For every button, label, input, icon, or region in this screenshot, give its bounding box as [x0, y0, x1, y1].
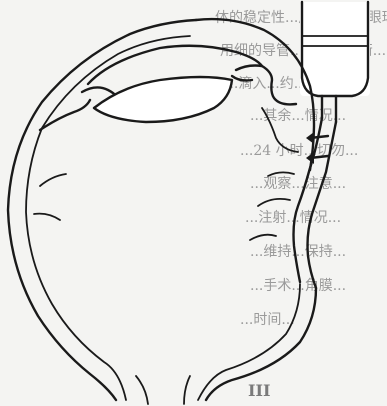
background-text-line: ...时间...: [240, 312, 295, 328]
background-text-line: ...维持...保持...: [250, 244, 346, 260]
background-text-line: ...24 小时...切勿...: [240, 143, 358, 159]
background-text-line: ...其余...情况...: [250, 107, 346, 124]
background-text-line: ...观察...注意...: [250, 175, 346, 192]
background-heading: III: [248, 381, 270, 400]
background-text-line: ...手术...角膜...: [250, 278, 346, 294]
lens: [94, 77, 232, 122]
